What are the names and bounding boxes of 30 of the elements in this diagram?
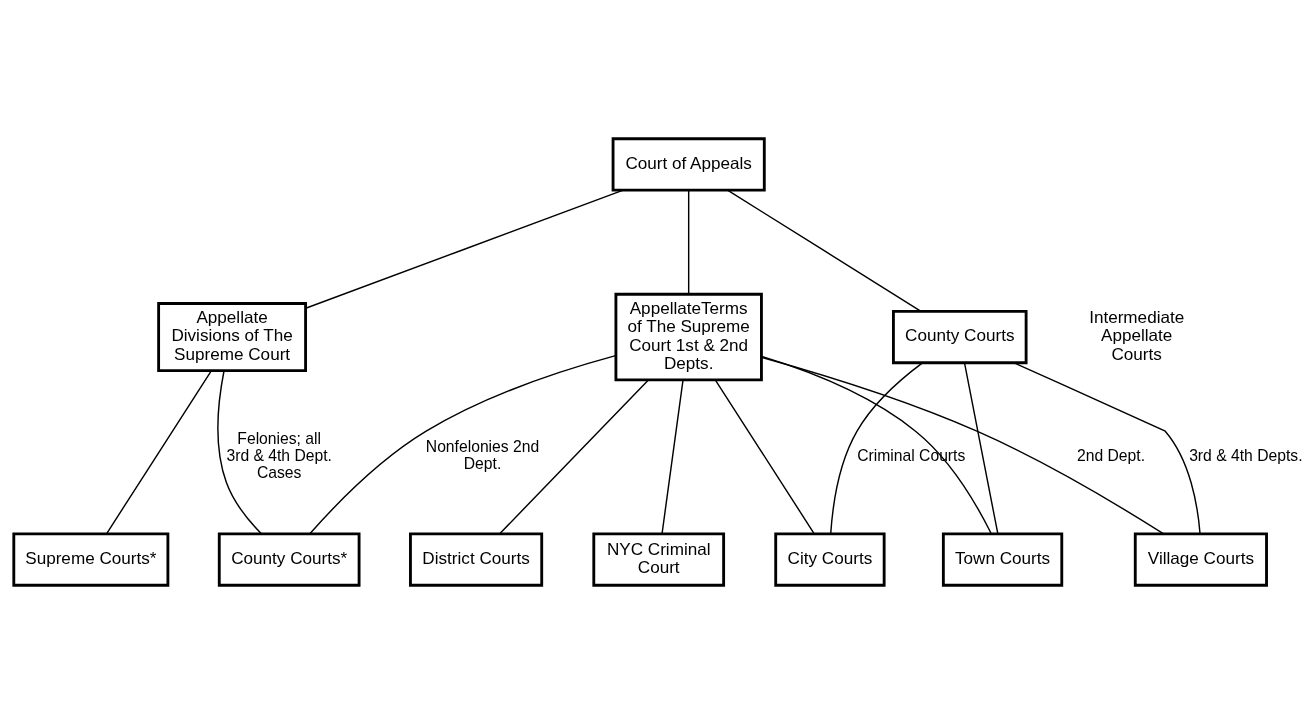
label: Intermediate Appellate Courts xyxy=(1089,307,1185,364)
connector xyxy=(761,355,992,535)
node-box: County Courts* xyxy=(217,532,361,587)
node-box: Village Courts xyxy=(1133,532,1268,587)
connector xyxy=(309,354,617,535)
node-box: Town Courts xyxy=(941,532,1064,587)
edge-label: 2nd Dept. xyxy=(1076,446,1146,464)
node-box: City Courts xyxy=(774,532,886,587)
connector xyxy=(499,379,649,535)
connector xyxy=(1013,362,1201,535)
node-box: Appellate Divisions of The Supreme Court xyxy=(157,302,307,372)
edge-label: 3rd & 4th Depts. xyxy=(1189,446,1303,464)
node-box: District Courts xyxy=(409,532,544,587)
connector xyxy=(687,189,690,295)
connector xyxy=(830,362,924,535)
node-box: NYC Criminal Court xyxy=(592,532,726,587)
connector xyxy=(305,189,624,309)
connector xyxy=(217,370,263,535)
node-box: AppellateTerms of The Supreme Court 1st & 2nd Depts. xyxy=(614,292,763,382)
edge-label: Nonfelonies 2nd Dept. xyxy=(425,438,540,473)
connector xyxy=(963,362,999,535)
connector xyxy=(105,370,212,535)
node-box: Supreme Courts* xyxy=(12,532,170,587)
node-box: Court of Appeals xyxy=(611,137,766,192)
edge-label: Felonies; all 3rd & 4th Dept. Cases xyxy=(226,429,332,481)
connector xyxy=(661,379,684,535)
connector xyxy=(761,356,1164,535)
connector xyxy=(714,379,815,535)
connector xyxy=(726,189,922,313)
node-box: County Courts xyxy=(892,309,1028,365)
